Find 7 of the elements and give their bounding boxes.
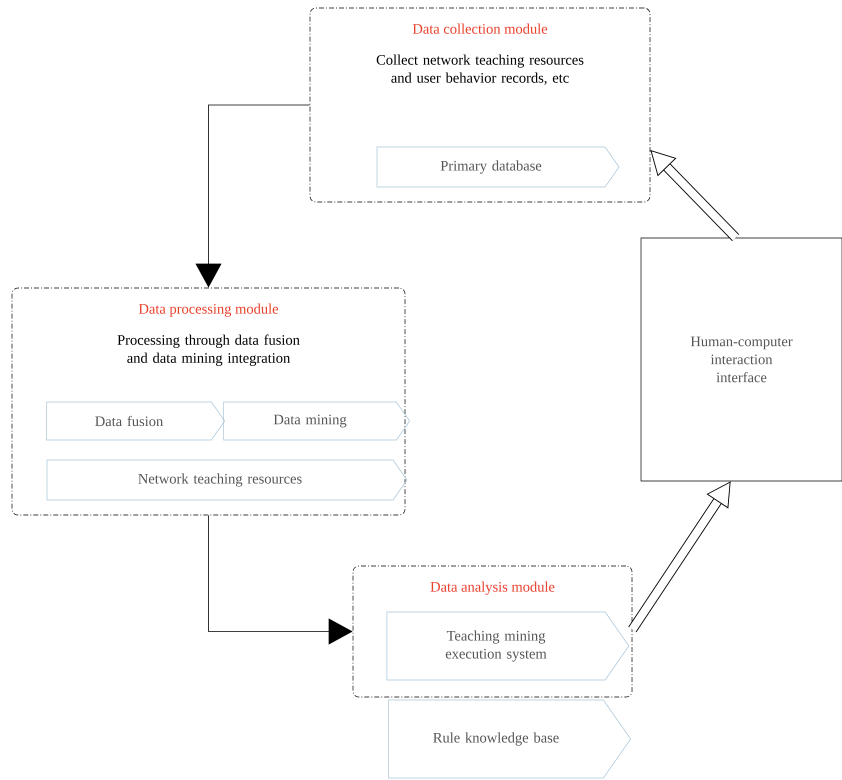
arrow-label-box: Primary database: [376, 146, 620, 188]
arrow-label-box: Network teaching resources: [46, 460, 408, 500]
arrow-label-box: Data fusion: [46, 402, 226, 440]
arrow-label-box: Teaching mining execution system: [386, 612, 630, 680]
arrow-label-box: Data mining: [223, 402, 410, 440]
interface-box: Human-computer interaction interface: [640, 238, 842, 482]
arrow-label-box: Rule knowledge base: [388, 700, 632, 778]
